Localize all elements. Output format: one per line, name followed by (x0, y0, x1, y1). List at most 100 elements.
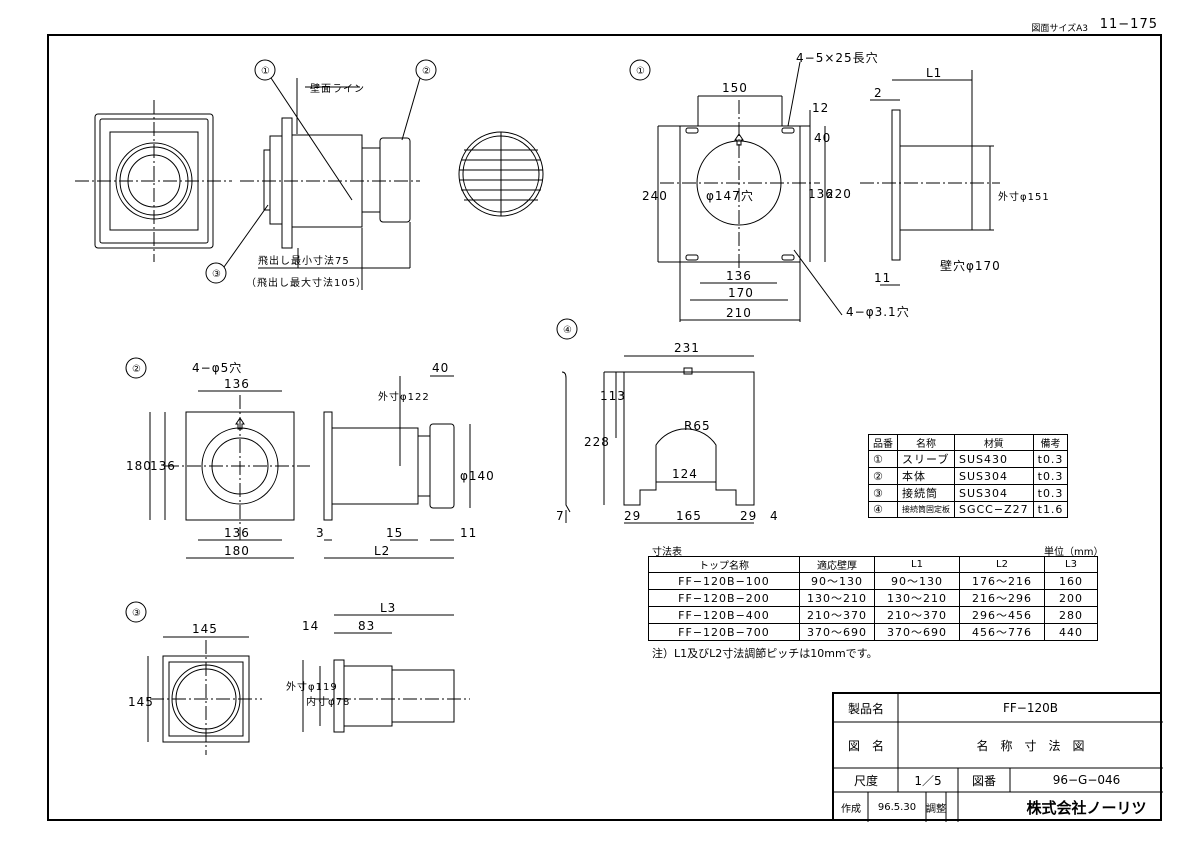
min-projection: 飛出し最小寸法75 (258, 254, 350, 267)
cell: 176〜216 (959, 572, 1045, 590)
detail4 (556, 318, 755, 524)
cell: 216〜296 (959, 589, 1045, 607)
d4-4: 4 (770, 509, 779, 523)
view1-front (75, 100, 232, 262)
d3-145v: 145 (128, 695, 154, 709)
d4-29b: 29 (740, 509, 757, 523)
d4-165: 165 (676, 509, 702, 523)
dim-h-name: トップ名称 (648, 556, 800, 573)
d3-83: 83 (358, 619, 375, 633)
d3-od: 外寸φ119 (286, 680, 338, 693)
sheet-size: 図面サイズA3 (1031, 24, 1088, 34)
d2-40: 40 (432, 361, 449, 375)
dimension-table: トップ名称 適応壁厚 L1 L2 L3 FF−120B−100 90〜130 9… (648, 556, 1098, 641)
d1-12: 12 (812, 101, 829, 115)
d1-220: 220 (826, 187, 852, 201)
d1-210: 210 (726, 306, 752, 320)
view1-side (205, 59, 437, 290)
cell: FF−120B−200 (648, 589, 800, 607)
d2-od: 外寸φ122 (378, 390, 430, 403)
d4-228: 228 (584, 435, 610, 449)
d2-136v: 136 (150, 459, 176, 473)
cell: スリーブ (897, 450, 955, 468)
cell: 90〜130 (799, 572, 875, 590)
detail2 (125, 357, 471, 559)
d2-L2: L2 (374, 544, 390, 558)
d3-145h: 145 (192, 622, 218, 636)
cell: FF−120B−700 (648, 623, 800, 641)
d3-L3: L3 (380, 601, 396, 615)
cell: t0.3 (1032, 450, 1069, 468)
d1-wallhole: 壁穴φ170 (940, 258, 1001, 273)
mat-h-note: 備考 (1032, 434, 1069, 451)
d4-231: 231 (674, 341, 700, 355)
d2-180v: 180 (126, 459, 152, 473)
tb-scale-label: 尺度 (853, 773, 878, 788)
tb-drawing-name: 名 称 寸 法 図 (976, 738, 1085, 753)
tb-number: 96−G−046 (1052, 773, 1121, 787)
tb-scale: 1／5 (914, 773, 942, 788)
dim-h-l1: L1 (874, 556, 960, 573)
materials-table: 品番 名称 材質 備考 ① スリーブ SUS430 t0.3 ② 本体 SUS3… (868, 434, 1069, 518)
tb-made-date: 96.5.30 (877, 801, 917, 813)
cell: FF−120B−400 (648, 606, 800, 624)
d4-124: 124 (672, 467, 698, 481)
d4-113: 113 (600, 389, 626, 403)
cell: SGCC−Z27 (954, 501, 1034, 518)
cell: 接続筒 (897, 484, 955, 502)
v1-callout-3: ③ (212, 269, 222, 280)
table-row: ① スリーブ SUS430 t0.3 (868, 450, 1069, 468)
tb-number-label: 図番 (971, 773, 996, 788)
detail1-side (860, 70, 1000, 286)
cell: t1.6 (1032, 501, 1069, 518)
d2-136b: 136 (224, 526, 250, 540)
table-row: FF−120B−400 210〜370 210〜370 296〜456 280 (648, 606, 1098, 624)
view1-grille (458, 131, 544, 217)
table-row: FF−120B−100 90〜130 90〜130 176〜216 160 (648, 572, 1098, 590)
dim-table-unit: 単位（mm） (1044, 547, 1104, 558)
v1-callout-2: ② (422, 66, 432, 77)
d4-label: ④ (563, 325, 573, 336)
d1-2: 2 (874, 86, 883, 100)
d1-240: 240 (642, 189, 668, 203)
cell: ③ (868, 484, 898, 502)
d4-29a: 29 (624, 509, 641, 523)
cell: 210〜370 (799, 606, 875, 624)
d2-136t: 136 (224, 377, 250, 391)
table-row: ③ 接続筒 SUS304 t0.3 (868, 484, 1069, 502)
d3-id: 内寸φ78 (306, 695, 350, 708)
v1-callout-1: ① (261, 66, 271, 77)
wall-line-label: 壁面ライン (310, 82, 365, 95)
tb-made-label: 作成 (841, 803, 861, 815)
d3-label: ③ (132, 608, 142, 619)
d1-hole: φ147穴 (706, 188, 754, 203)
d2-label: ② (132, 364, 142, 375)
d1-136v: 136 (808, 187, 834, 201)
d3-14: 14 (302, 619, 319, 633)
detail1-front (629, 59, 843, 322)
d1-136h: 136 (726, 269, 752, 283)
table-row: ② 本体 SUS304 t0.3 (868, 467, 1069, 485)
title-block: 製品名 FF−120B 図 名 名 称 寸 法 図 尺度 1／5 図番 96−G… (832, 692, 1163, 822)
d2-140: φ140 (460, 469, 495, 483)
cell: 130〜210 (874, 589, 960, 607)
d1-L1: L1 (926, 66, 942, 80)
cell: SUS430 (954, 450, 1034, 468)
d2-180b: 180 (224, 544, 250, 558)
d1-40: 40 (814, 131, 831, 145)
cell: 440 (1044, 623, 1098, 641)
tb-company: 株式会社ノーリツ (1026, 798, 1147, 817)
d1-150: 150 (722, 81, 748, 95)
table-row: ④ 接続筒固定板 SGCC−Z27 t1.6 (868, 501, 1069, 518)
cell: 296〜456 (959, 606, 1045, 624)
tb-check-label: 調整 (926, 803, 946, 815)
d2-11: 11 (460, 526, 477, 540)
mat-h-no: 品番 (868, 434, 898, 451)
d2-3: 3 (316, 526, 325, 540)
dim-table-note: 注）L1及びL2寸法調節ピッチは10mmです。 (652, 647, 878, 660)
detail3 (125, 601, 470, 755)
cell: 456〜776 (959, 623, 1045, 641)
cell: ④ (868, 501, 898, 518)
cell: 130〜210 (799, 589, 875, 607)
